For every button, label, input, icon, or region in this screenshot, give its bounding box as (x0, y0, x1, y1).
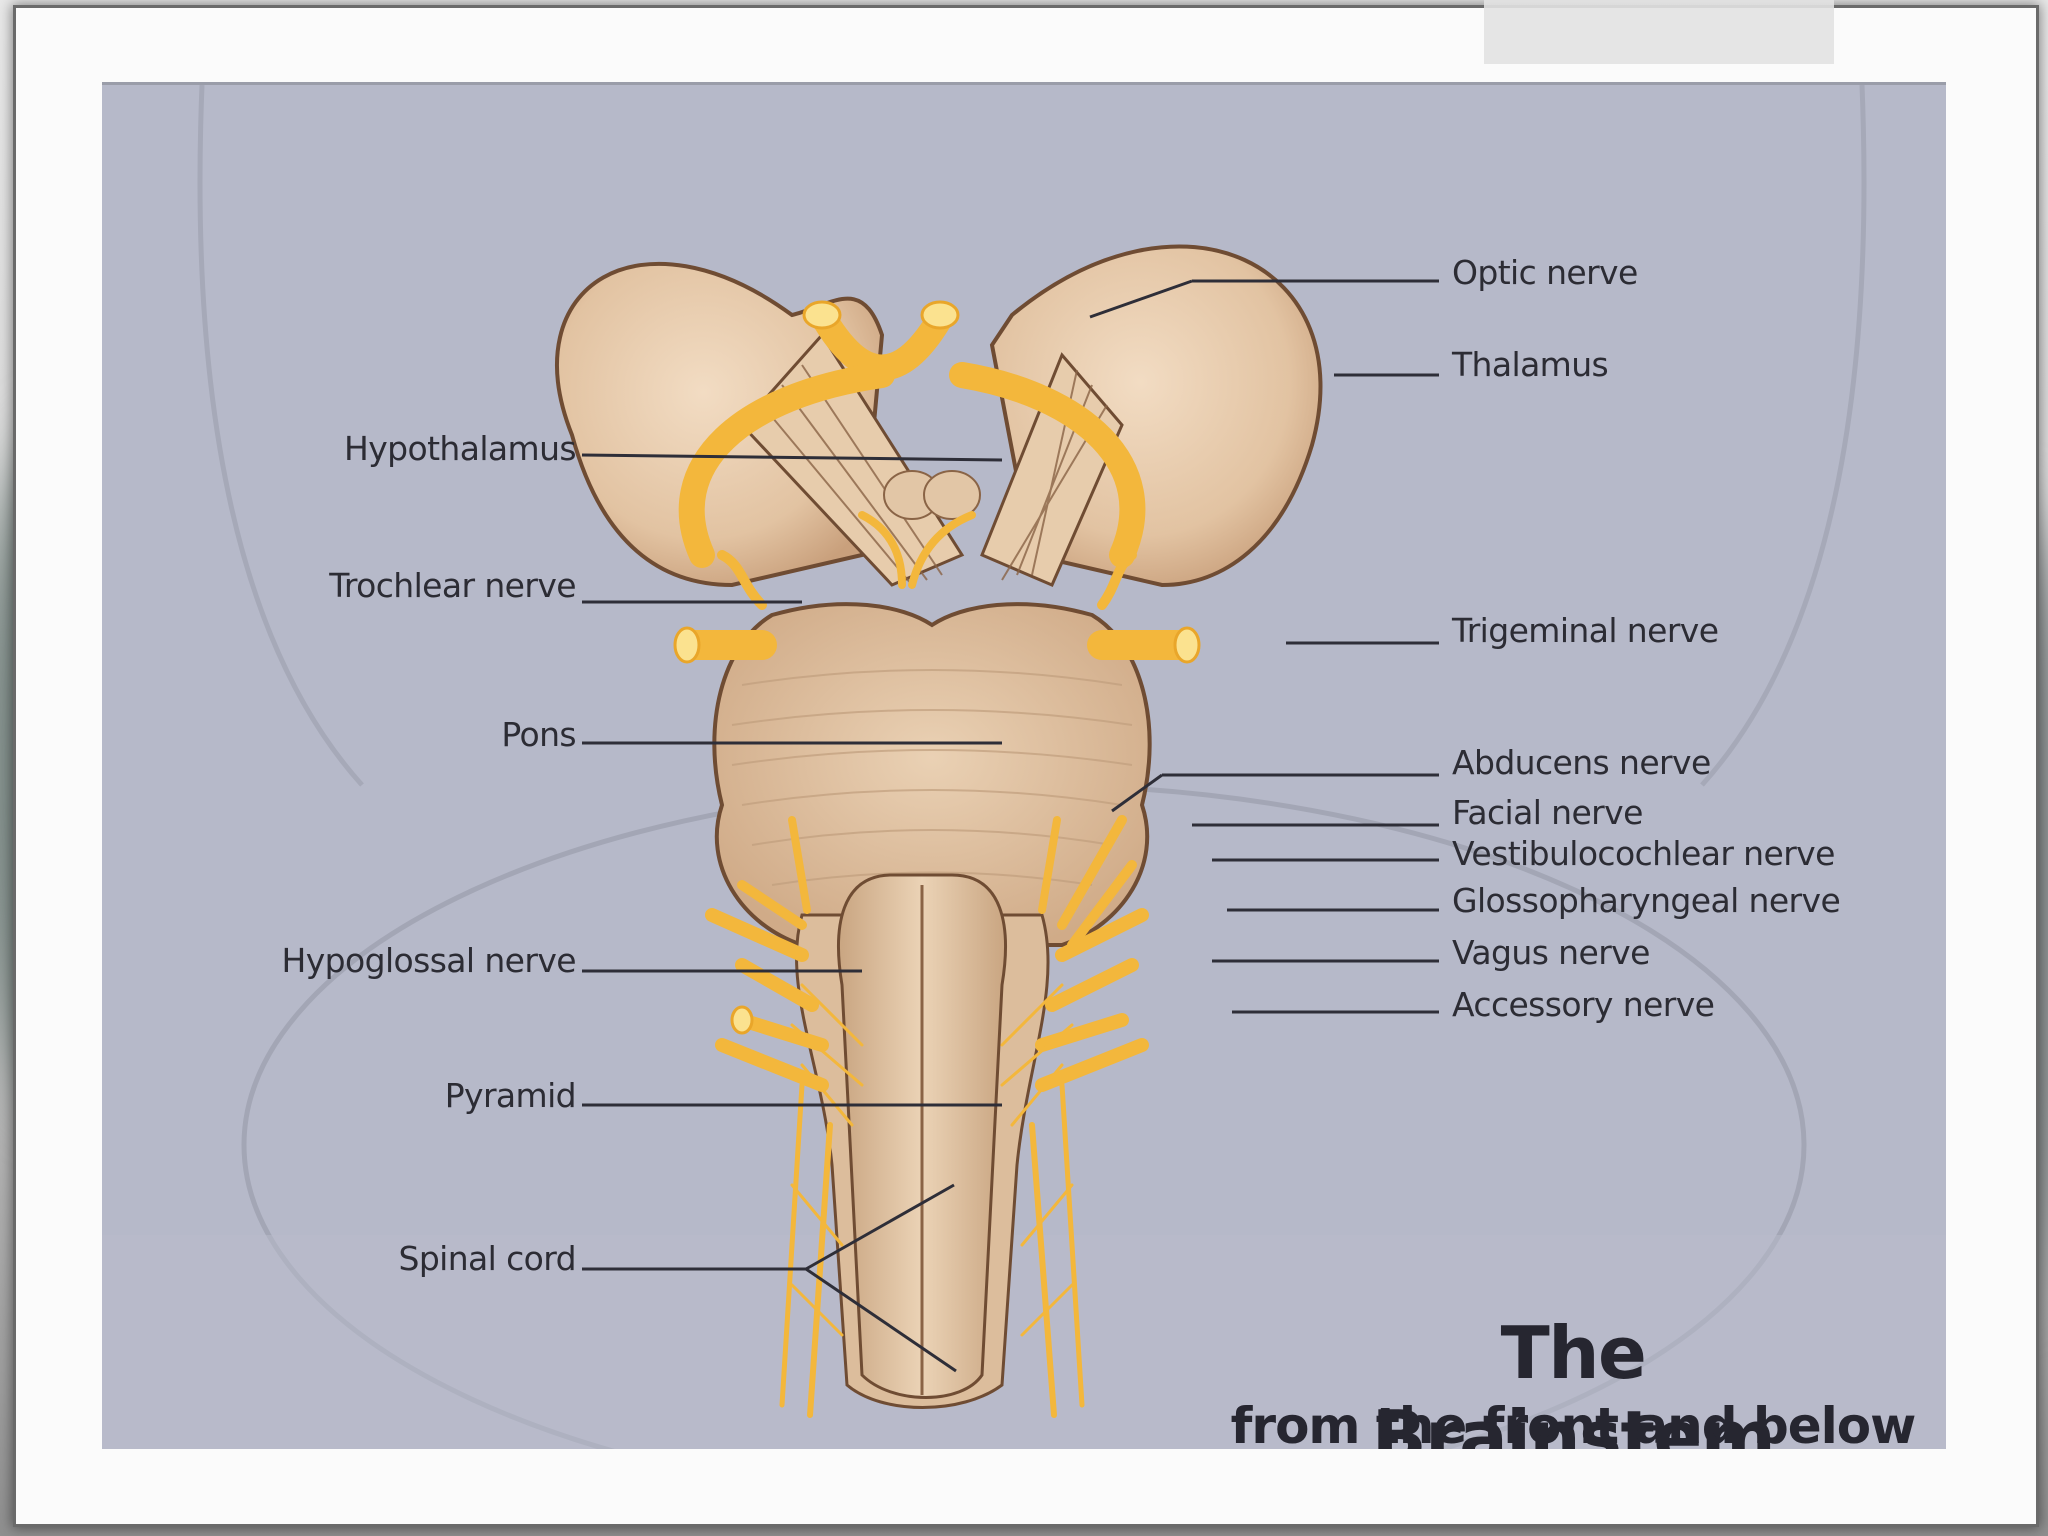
label-accessory-nerve: Accessory nerve (1452, 985, 1715, 1024)
label-abducens-nerve: Abducens nerve (1452, 743, 1711, 782)
leader-lines (581, 279, 1439, 1373)
label-thalamus: Thalamus (1452, 345, 1609, 384)
label-hypoglossal-nerve: Hypoglossal nerve (281, 941, 577, 980)
label-vagus-nerve: Vagus nerve (1452, 933, 1650, 972)
panel-shading (102, 85, 1946, 1449)
label-vestibulocochlear-nerve: Vestibulocochlear nerve (1452, 834, 1835, 873)
cranial-nerves (673, 550, 1201, 1418)
slide-tab (1484, 0, 1834, 64)
diagram-panel: Hypothalamus Trochlear nerve Pons Hypogl… (102, 82, 1946, 1449)
figure-subtitle: from the front and below (1230, 1397, 1917, 1449)
label-trochlear-nerve: Trochlear nerve (329, 566, 576, 605)
label-spinal-cord: Spinal cord (398, 1239, 576, 1278)
figure-title: The Brainstem (1371, 1311, 1776, 1449)
label-hypothalamus: Hypothalamus (343, 429, 577, 468)
brainstem-illustration (555, 244, 1439, 1418)
label-glossopharyngeal-nerve: Glossopharyngeal nerve (1452, 881, 1841, 920)
label-optic-nerve: Optic nerve (1452, 253, 1638, 292)
optic-tracts (678, 300, 1146, 589)
label-trigeminal-nerve: Trigeminal nerve (1452, 611, 1719, 650)
label-facial-nerve: Facial nerve (1452, 793, 1643, 832)
label-pons: Pons (501, 715, 576, 754)
label-pyramid: Pyramid (444, 1076, 577, 1115)
pons (712, 602, 1152, 947)
